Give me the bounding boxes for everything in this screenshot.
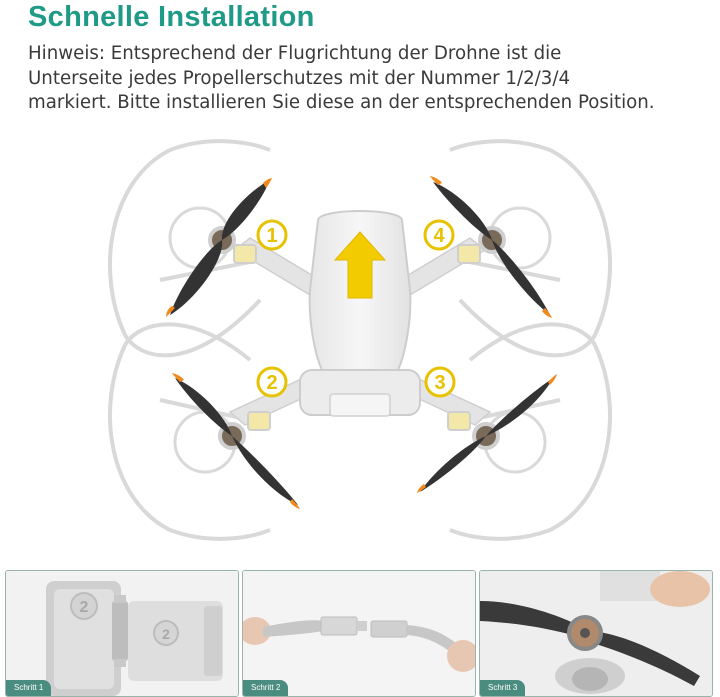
position-badge-2-text: 2 — [266, 372, 277, 394]
position-badge-2: 2 — [256, 366, 288, 398]
svg-text:2: 2 — [162, 626, 170, 642]
step-2-panel: Schritt 2 — [242, 570, 476, 697]
page-title: Schnelle Installation — [28, 1, 315, 33]
position-badge-1: 1 — [256, 219, 288, 251]
forward-direction-arrow — [333, 231, 387, 299]
propeller-guard-rear-left — [108, 322, 271, 541]
position-badge-3-text: 3 — [434, 372, 445, 394]
clip-hinge-photo: 2 2 — [6, 571, 238, 696]
note-line-3: markiert. Bitte installieren Sie diese a… — [28, 92, 655, 113]
step-2-label: Schritt 2 — [243, 680, 289, 696]
propeller-rear-left — [172, 373, 300, 509]
drone-body — [299, 210, 421, 417]
position-badge-4: 4 — [423, 219, 455, 251]
step-1-label: Schritt 1 — [6, 680, 52, 696]
position-badge-1-text: 1 — [266, 225, 277, 247]
position-badge-3: 3 — [424, 366, 456, 398]
step-3-label: Schritt 3 — [480, 680, 526, 696]
guard-mount-clips — [233, 244, 481, 431]
note-line-1: Hinweis: Entsprechend der Flugrichtung d… — [28, 43, 562, 64]
installation-note: Hinweis: Entsprechend der Flugrichtung d… — [28, 42, 718, 116]
position-badge-4-text: 4 — [433, 225, 445, 247]
propeller-front-right — [430, 176, 552, 318]
step-3-panel: Schritt 3 — [479, 570, 713, 697]
propeller-rear-right — [417, 374, 557, 493]
motor-mount-photo — [480, 571, 712, 696]
note-line-2: Unterseite jedes Propellerschutzes mit d… — [28, 67, 571, 89]
propeller-front-left — [166, 178, 272, 317]
drone-illustration: 1 4 2 3 — [108, 139, 612, 541]
installation-steps: 2 2 Schritt 1 Schritt 2 — [0, 570, 720, 697]
step-1-panel: 2 2 Schritt 1 — [5, 570, 239, 697]
guard-connector-photo — [243, 571, 475, 696]
svg-text:2: 2 — [80, 599, 89, 616]
